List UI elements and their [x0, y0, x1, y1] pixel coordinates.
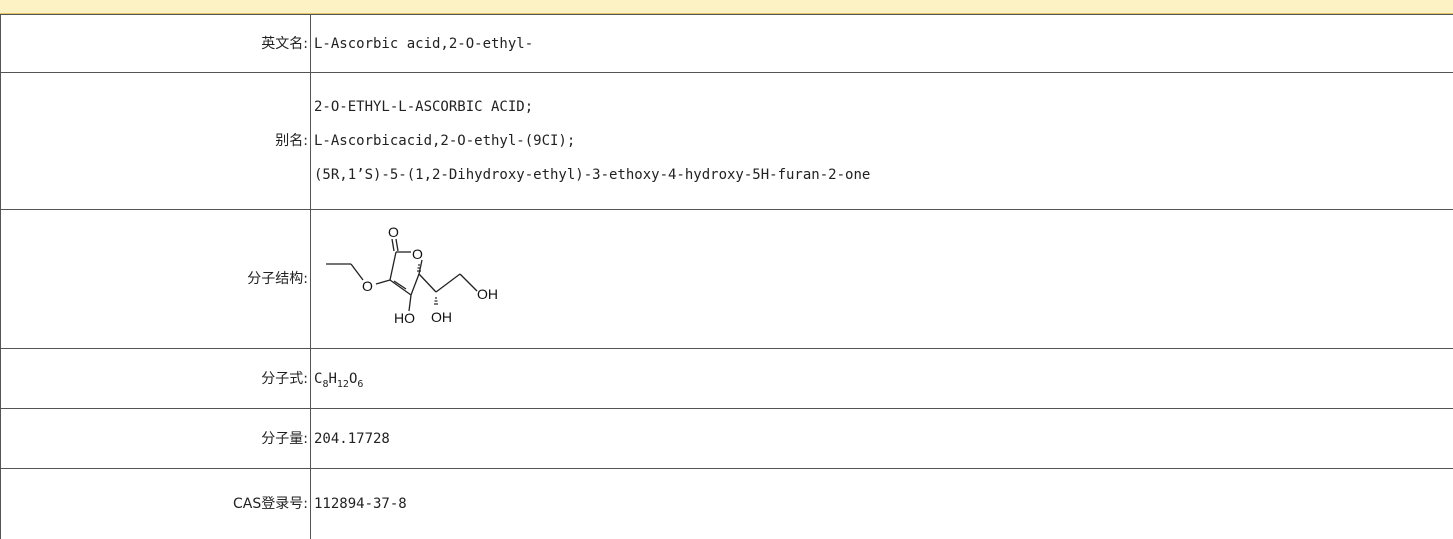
- row-cas: CAS登录号: 112894-37-8: [1, 469, 1453, 539]
- synonyms-label: 别名:: [1, 73, 311, 210]
- formula-value: C8H12O6: [311, 349, 1453, 409]
- molecular-weight-label: 分子量:: [1, 409, 311, 469]
- atom-label: OH: [477, 286, 498, 302]
- english-name-value: L-Ascorbic acid,2-O-ethyl-: [311, 15, 1453, 73]
- cas-label: CAS登录号:: [1, 469, 311, 539]
- formula-label: 分子式:: [1, 349, 311, 409]
- formula-subscript: 12: [337, 379, 349, 390]
- row-structure: 分子结构:: [1, 210, 1453, 349]
- structure-cell: O O O OH HO OH: [311, 210, 1453, 349]
- atom-label: O: [388, 224, 399, 240]
- atom-label: OH: [431, 309, 452, 325]
- section-header-bar: [0, 0, 1453, 14]
- atom-label: O: [412, 246, 423, 262]
- synonym-item: L-Ascorbicacid,2-O-ethyl-(9CI);: [314, 124, 1453, 158]
- atom-label: O: [362, 278, 373, 294]
- row-formula: 分子式: C8H12O6: [1, 349, 1453, 409]
- compound-info-table: 英文名: L-Ascorbic acid,2-O-ethyl- 别名: 2-O-…: [0, 14, 1453, 539]
- row-english-name: 英文名: L-Ascorbic acid,2-O-ethyl-: [1, 15, 1453, 73]
- formula-subscript: 6: [357, 379, 363, 390]
- row-molecular-weight: 分子量: 204.17728: [1, 409, 1453, 469]
- row-synonyms: 别名: 2-O-ETHYL-L-ASCORBIC ACID; L-Ascorbi…: [1, 73, 1453, 210]
- cas-value: 112894-37-8: [311, 469, 1453, 539]
- synonym-item: (5R,1’S)-5-(1,2-Dihydroxy-ethyl)-3-ethox…: [314, 158, 1453, 192]
- synonym-item: 2-O-ETHYL-L-ASCORBIC ACID;: [314, 90, 1453, 124]
- molecular-structure-image: O O O OH HO OH: [314, 218, 564, 340]
- atom-label: HO: [394, 310, 415, 326]
- synonyms-values: 2-O-ETHYL-L-ASCORBIC ACID; L-Ascorbicaci…: [311, 73, 1453, 210]
- english-name-label: 英文名:: [1, 15, 311, 73]
- structure-label: 分子结构:: [1, 210, 311, 349]
- formula-element: H: [328, 371, 336, 387]
- molecular-weight-value: 204.17728: [311, 409, 1453, 469]
